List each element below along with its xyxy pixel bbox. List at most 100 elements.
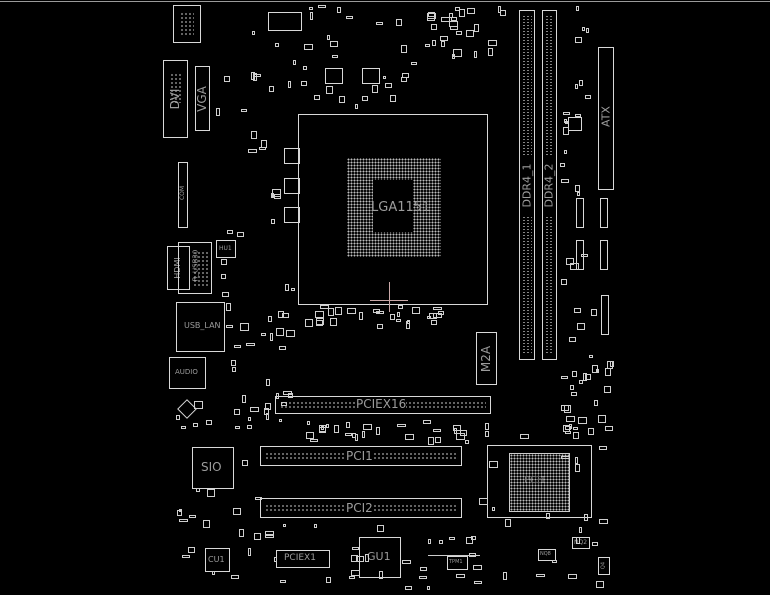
cu1-chip[interactable] (205, 548, 230, 572)
smd-pad (231, 359, 237, 366)
gu1-label: GU1 (367, 550, 391, 563)
smd-pad (362, 423, 372, 430)
pch-outline[interactable] (487, 445, 592, 518)
smd-pad (314, 524, 318, 529)
smd-pad (279, 579, 286, 583)
atx-label: ATX (599, 106, 613, 127)
smd-pad (181, 426, 187, 430)
smd-pad (440, 36, 448, 42)
usb30-connector[interactable] (178, 242, 212, 294)
smd-pad (586, 28, 590, 34)
smd-pad (465, 536, 473, 544)
choke[interactable] (284, 178, 300, 194)
cpu-socket-label: LGA1151 (371, 200, 431, 215)
smd-pad (330, 317, 338, 326)
header-connector[interactable] (173, 5, 201, 43)
smd-pad (182, 554, 191, 558)
vga-connector[interactable] (195, 66, 210, 131)
smd-pad (241, 459, 248, 466)
nq8-chip[interactable] (538, 549, 556, 561)
smd-pad (278, 419, 282, 423)
chip[interactable] (568, 117, 582, 131)
smd-pad (592, 541, 599, 546)
pch-chip[interactable] (509, 453, 570, 512)
smd-pad (562, 112, 570, 116)
dvi-connector[interactable] (163, 60, 188, 138)
smd-pad (441, 41, 446, 48)
audio-connector[interactable] (169, 357, 206, 389)
smd-pad (455, 574, 465, 579)
fan-header[interactable] (268, 12, 302, 31)
smd-pad (376, 311, 385, 315)
smd-pad (566, 258, 575, 266)
smd-pad (575, 37, 583, 44)
smd-pad (303, 65, 308, 70)
smd-pad (284, 283, 289, 291)
q4-part[interactable] (598, 557, 610, 575)
smd-pad (336, 7, 341, 14)
usb-lan-connector[interactable] (176, 302, 225, 352)
smd-pad (467, 7, 475, 14)
smd-pad (275, 392, 279, 399)
atx-connector[interactable] (598, 47, 614, 190)
smd-pad (280, 402, 287, 407)
smd-pad (395, 319, 401, 323)
smd-pad (176, 414, 181, 420)
hu1-chip[interactable] (216, 240, 236, 258)
nq2-chip[interactable] (572, 537, 590, 549)
header[interactable] (600, 240, 608, 270)
smd-pad (449, 12, 454, 18)
choke[interactable] (284, 148, 300, 164)
smd-pad (233, 507, 242, 515)
smd-pad (379, 571, 384, 580)
smd-pad (585, 373, 592, 380)
cpu-socket-outline[interactable] (298, 114, 488, 305)
smd-pad (351, 546, 359, 550)
smd-pad (309, 7, 314, 11)
smd-pad (306, 431, 315, 439)
header[interactable] (576, 198, 584, 228)
smd-pad (571, 392, 578, 397)
smd-pad (319, 426, 327, 433)
smd-pad (425, 43, 431, 47)
header[interactable] (576, 240, 584, 270)
ddr4-1-label: DDR4_1 (521, 155, 534, 216)
smd-pad (407, 319, 411, 324)
smd-pad (349, 575, 356, 579)
smd-pad (454, 428, 458, 435)
smd-pad (188, 546, 196, 553)
smd-pad (251, 31, 255, 36)
smd-pad (597, 415, 606, 424)
smd-pad (419, 575, 428, 579)
smd-pad (240, 323, 250, 332)
smd-pad (561, 376, 569, 380)
smd-pad (250, 406, 260, 412)
tpm1-chip[interactable] (447, 556, 468, 570)
smd-pad (570, 262, 580, 270)
smd-pad (428, 539, 432, 545)
sio-chip[interactable] (192, 447, 234, 489)
vga-label: VGA (195, 86, 209, 112)
smd-pad (221, 292, 229, 298)
header[interactable] (601, 295, 609, 335)
smd-pad (250, 131, 257, 140)
smd-pad (350, 554, 358, 562)
smd-pad (400, 45, 407, 54)
m2a-slot[interactable] (476, 332, 497, 385)
header[interactable] (600, 198, 608, 228)
smd-pad (585, 94, 591, 99)
smd-pad (604, 368, 611, 377)
com-connector[interactable] (178, 162, 188, 228)
smd-pad (326, 577, 332, 584)
smd-pad (479, 498, 489, 506)
smd-pad (565, 430, 571, 434)
smd-pad (405, 585, 413, 590)
smd-pad (313, 94, 320, 100)
smd-pad (221, 273, 227, 279)
cu1-label: CU1 (208, 555, 225, 564)
mosfet[interactable] (362, 68, 380, 84)
smd-pad (211, 571, 215, 576)
smd-pad (569, 384, 574, 390)
choke[interactable] (284, 207, 300, 223)
mosfet[interactable] (325, 68, 343, 84)
